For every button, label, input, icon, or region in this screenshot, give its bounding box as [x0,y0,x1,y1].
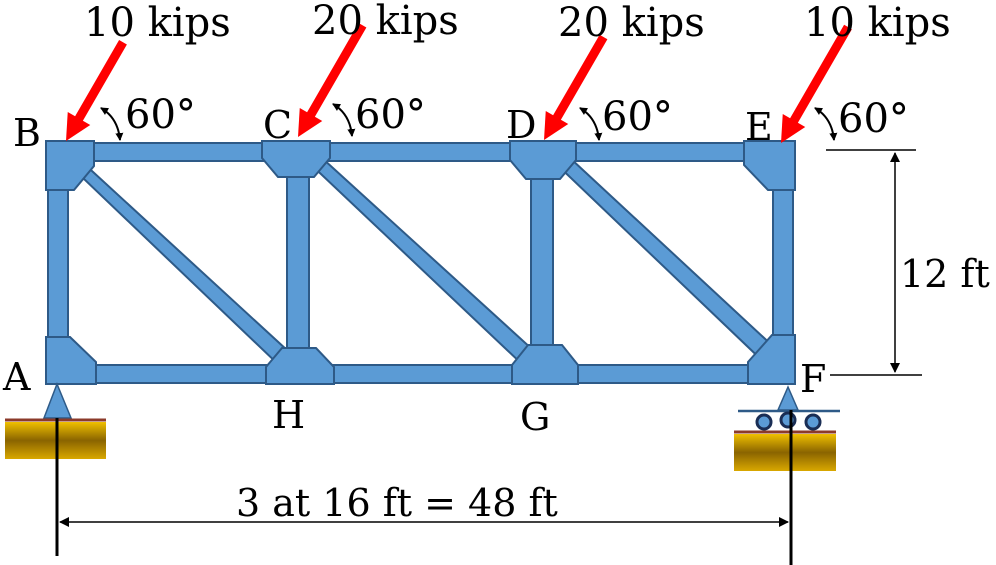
truss-members [47,142,794,384]
bottom-chord [47,364,794,384]
height-dimension [826,149,922,376]
node-labels: B C D E A F H G [2,103,826,439]
member-dg [530,154,554,371]
double-headed-arc-arrow-icon [579,107,603,141]
double-headed-arc-arrow-icon [100,107,124,141]
gusset-e [743,140,796,191]
span-dimension [55,410,793,565]
load-c-angle: 60° [355,92,426,138]
member-cg [301,157,546,368]
load-b-angle: 60° [125,92,196,138]
gusset-a [45,336,97,385]
node-label-h: H [272,393,305,437]
node-label-a: A [2,355,31,399]
span-label: 3 at 16 ft = 48 ft [236,481,558,525]
load-labels: 10 kips 20 kips 20 kips 10 kips 60° 60° … [84,0,951,142]
gusset-g [511,344,579,385]
angle-arcs [100,103,838,141]
node-label-f: F [800,357,826,401]
load-d-magnitude: 20 kips [558,0,705,46]
member-bh [59,156,302,370]
node-label-g: G [520,395,550,439]
gusset-h [265,347,335,385]
gusset-f [747,334,796,385]
load-arrows [66,23,852,143]
height-label: 12 ft [900,252,990,296]
gusset-plates [45,140,796,385]
load-b-magnitude: 10 kips [84,0,231,46]
red-arrow-icon [781,24,852,143]
ground-block-right [734,434,836,471]
member-df [547,157,792,370]
roller-wheels-icon [755,411,822,431]
load-d-angle: 60° [602,94,673,140]
load-c-magnitude: 20 kips [312,0,459,44]
double-headed-arc-arrow-icon [332,103,356,137]
member-ch [286,154,310,371]
triangle-pin-icon [42,381,73,419]
load-e-angle: 60° [838,96,909,142]
node-label-d: D [506,103,536,147]
gusset-c [261,140,331,178]
double-headed-arc-arrow-icon [814,107,838,141]
red-arrow-icon [544,34,608,140]
top-chord [47,142,794,162]
gusset-b [45,140,95,191]
node-label-c: C [263,103,292,147]
node-label-b: B [13,111,41,155]
load-e-magnitude: 10 kips [804,0,951,46]
roller-support [734,385,840,471]
red-arrow-icon [66,40,127,141]
triangle-pin-icon [776,385,800,411]
node-label-e: E [745,105,773,149]
gusset-d [509,140,577,180]
red-arrow-icon [298,23,367,137]
